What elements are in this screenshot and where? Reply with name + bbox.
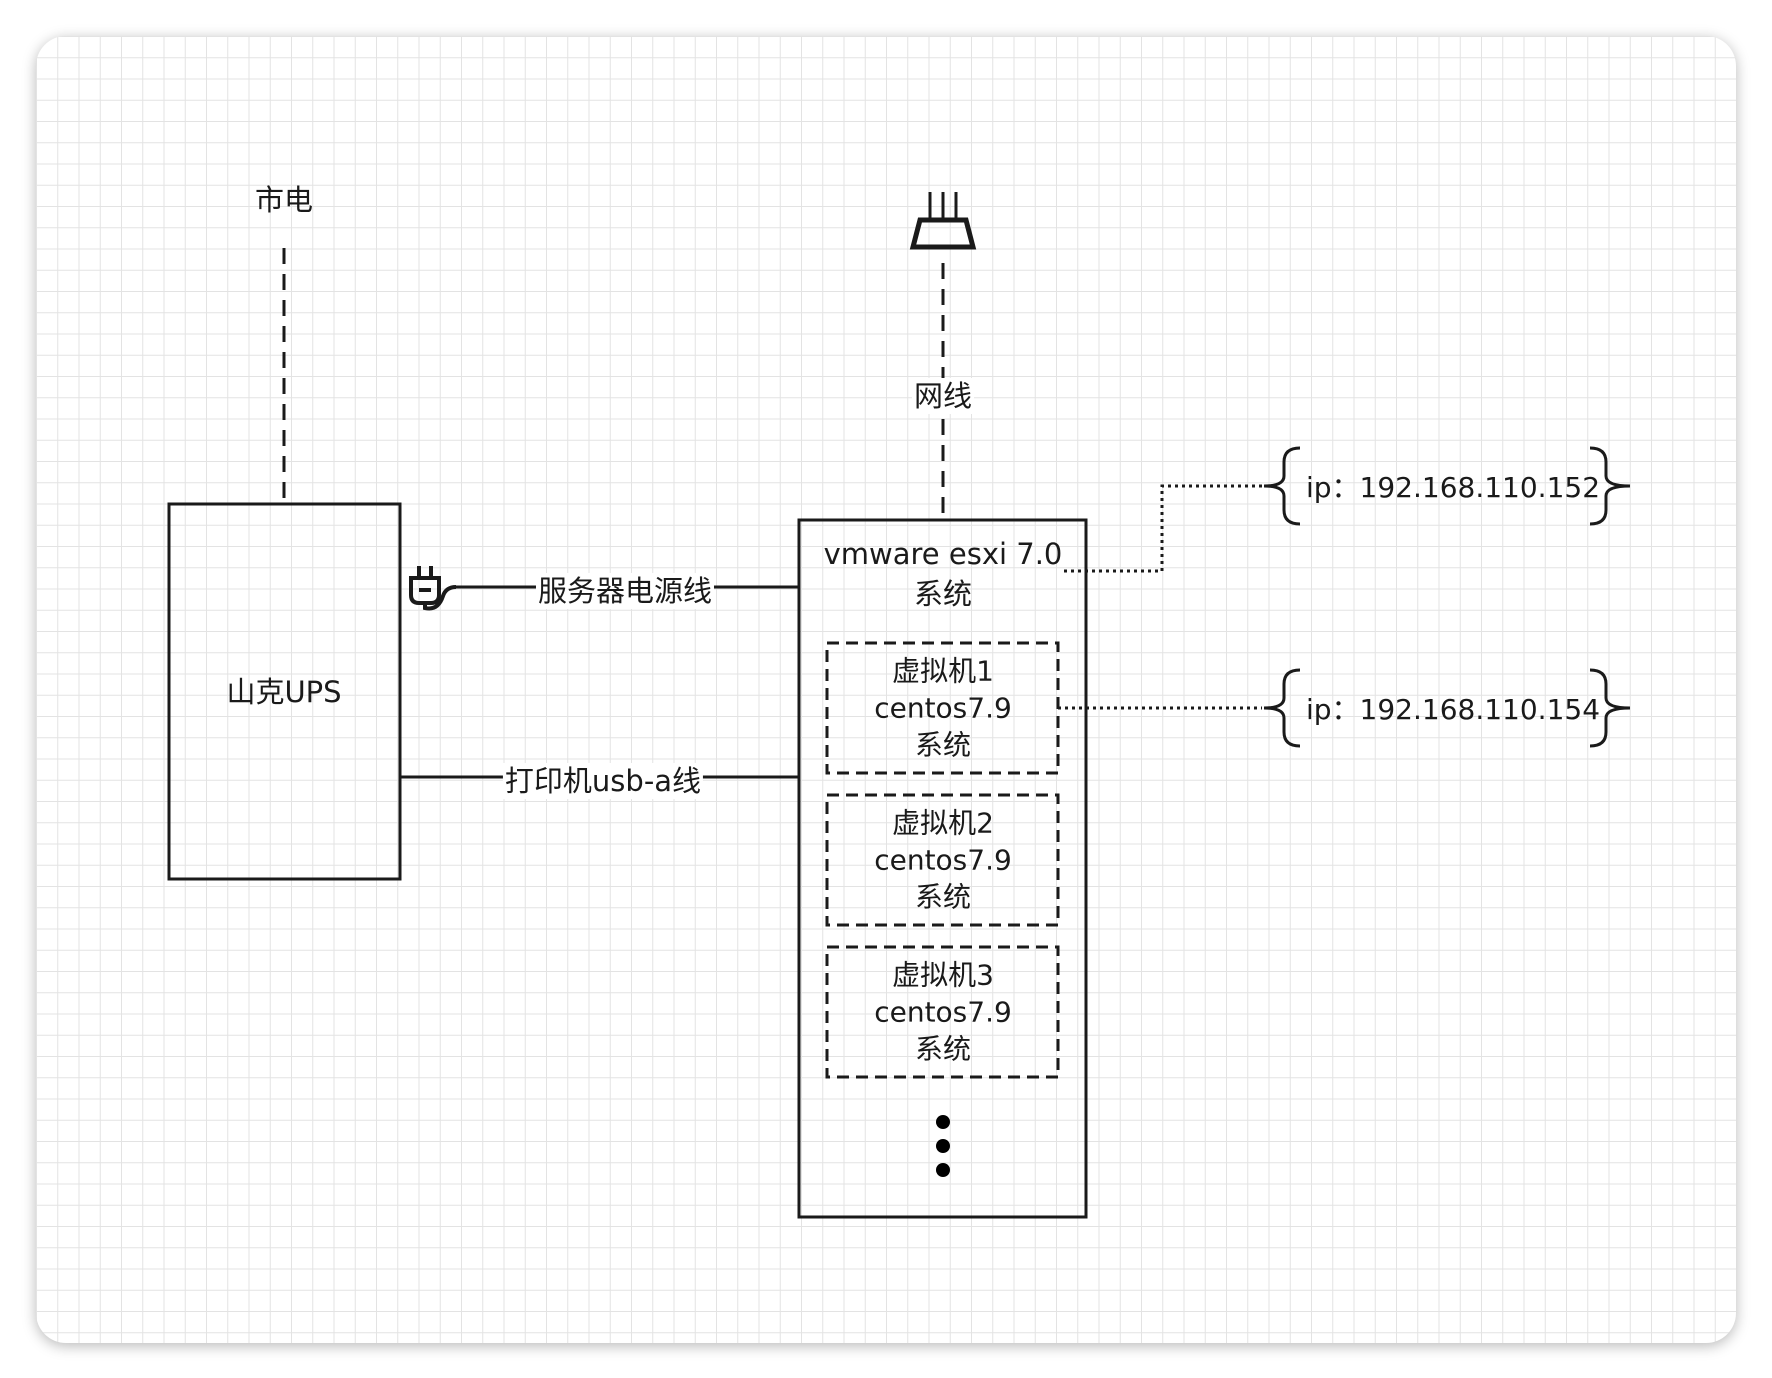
vm2-name: 虚拟机2 [892,806,994,840]
vm2-os: centos7.9 [874,843,1012,877]
vm3-label: 虚拟机3 centos7.9 系统 [874,957,1012,1068]
esxi-host-box [797,518,1088,1219]
vm1-name: 虚拟机1 [892,654,994,688]
ups-label: 山克UPS [226,675,342,709]
vm1-suffix: 系统 [914,728,971,762]
vm3-box [825,945,1060,1079]
vm1-ip-label: ip：192.168.110.154 [1306,693,1601,726]
vm3-name: 虚拟机3 [892,958,994,992]
vm3-suffix: 系统 [914,1032,971,1066]
network-cable-label: 网线 [911,378,975,414]
power-cable-label: 服务器电源线 [535,573,715,609]
vm1-ip-right-brace [1589,668,1631,748]
usb-cable-label: 打印机usb-a线 [502,763,704,799]
host-ip-connector [1064,484,1262,573]
vm1-os: centos7.9 [874,691,1012,725]
esxi-host-line2: 系统 [913,577,973,611]
host-ip-right-brace [1589,446,1631,526]
esxi-host-line1: vmware esxi 7.0 [823,537,1063,571]
vm2-box [825,793,1060,927]
vm1-label: 虚拟机1 centos7.9 系统 [874,653,1012,764]
ups-box [167,502,402,881]
vm2-suffix: 系统 [914,880,971,914]
host-ip-left-brace [1263,446,1301,526]
esxi-host-label: vmware esxi 7.0 系统 [824,534,1063,614]
mains-label: 市电 [254,183,314,217]
vm1-ip-left-brace [1263,668,1301,748]
vm2-label: 虚拟机2 centos7.9 系统 [874,805,1012,916]
canvas-card [36,36,1736,1343]
vertical-ellipsis-icon [936,1115,950,1177]
host-ip-label: ip：192.168.110.152 [1306,471,1601,504]
power-plug-icon [409,566,457,611]
vm3-os: centos7.9 [874,995,1012,1029]
router-icon [909,192,977,250]
